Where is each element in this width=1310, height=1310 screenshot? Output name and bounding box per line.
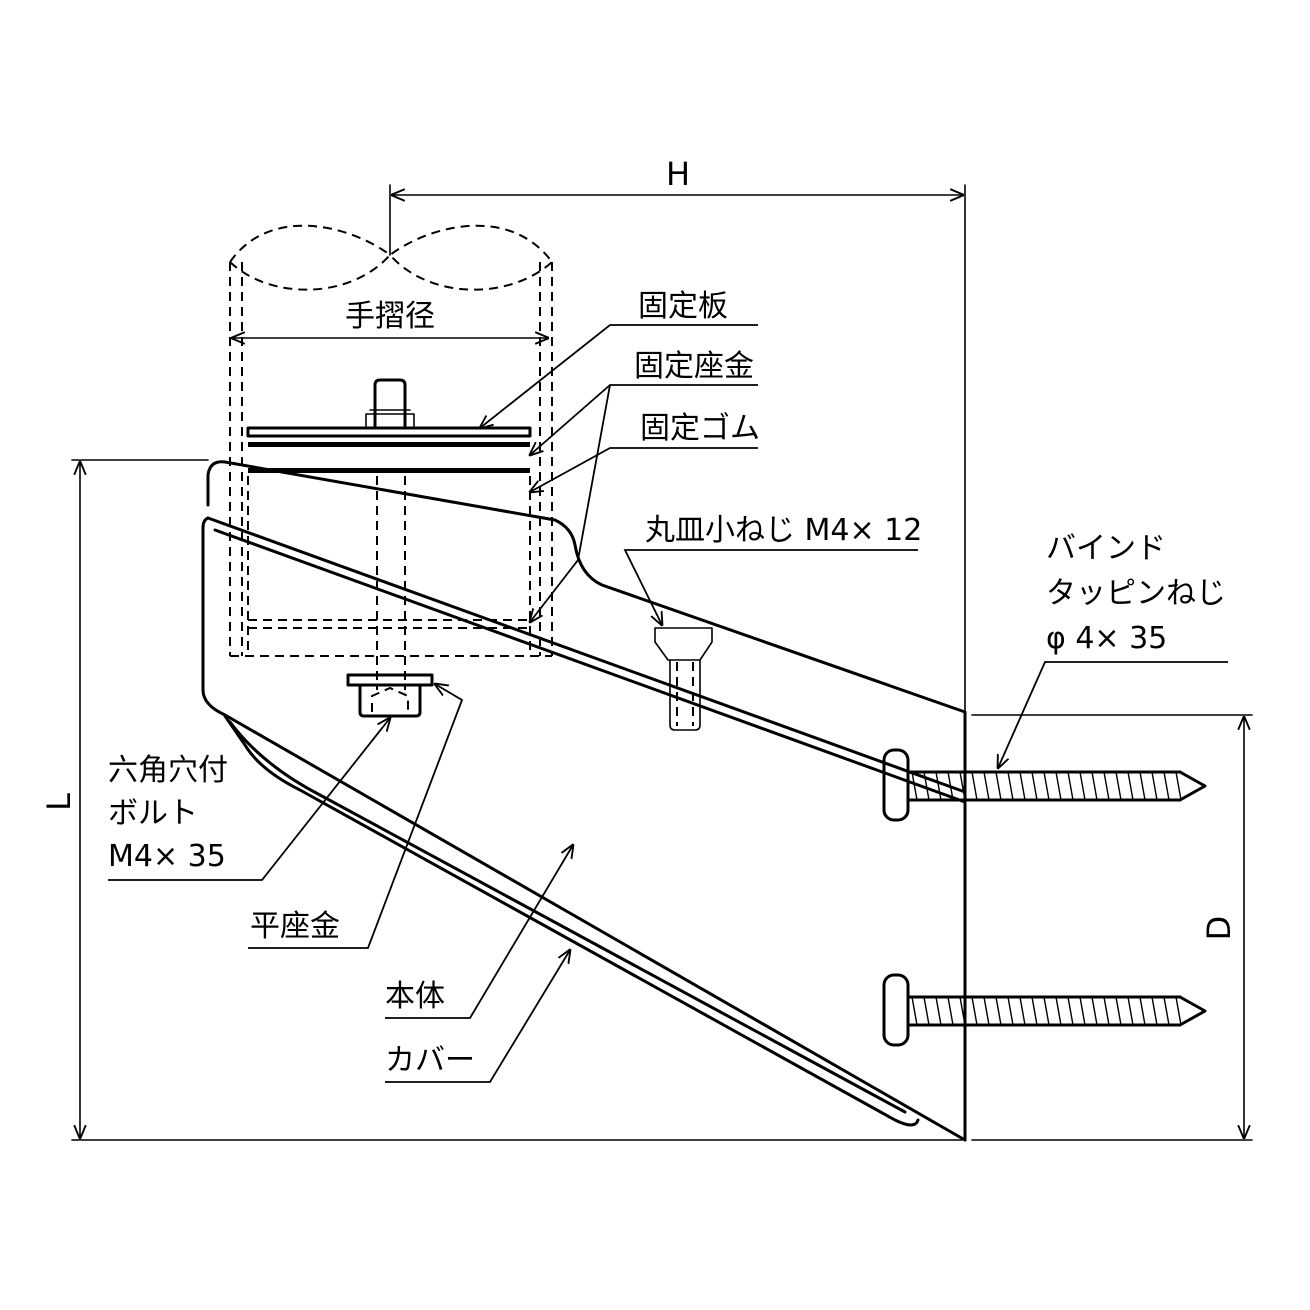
label-pan-screw: 丸皿小ねじ M4× 12 [645,513,922,548]
fixing-plate [246,426,532,438]
dimension-d-label: D [1200,916,1238,941]
label-fixing-washer: 固定座金 [634,349,754,384]
binding-screw-lower [882,973,1207,1047]
fixing-rubber [247,476,531,650]
dimension-h-label: H [666,155,690,193]
cover [223,714,920,1127]
label-bind-screw-1: バインド [1046,531,1166,566]
label-flat-washer: 平座金 [250,909,340,944]
label-fixing-rubber: 固定ゴム [640,411,760,446]
label-fixing-plate: 固定板 [638,289,728,324]
dimension-l: L [40,459,963,1141]
binding-screw-upper [882,748,1207,822]
fixing-washer [248,442,530,473]
label-hex-bolt-3: M4× 35 [108,839,226,874]
label-cover: カバー [385,1043,475,1078]
label-bind-screw-3: φ 4× 35 [1046,621,1167,656]
label-bind-screw-2: タッピンねじ [1046,576,1226,611]
dimension-handrail-diameter: 手摺径 [232,299,548,338]
handrail-diameter-label: 手摺径 [345,299,435,334]
leader-lines [108,324,1228,1083]
dimension-l-label: L [40,793,78,811]
bracket-body [201,460,967,1142]
label-body: 本体 [385,979,445,1014]
hex-socket-bolt [346,378,434,718]
handrail-phantom [229,224,553,657]
dimension-d: D [971,714,1253,1141]
label-hex-bolt-1: 六角穴付 [108,753,228,788]
label-hex-bolt-2: ボルト [108,796,198,831]
dimension-h: H [389,155,966,711]
pan-screw [654,627,713,731]
